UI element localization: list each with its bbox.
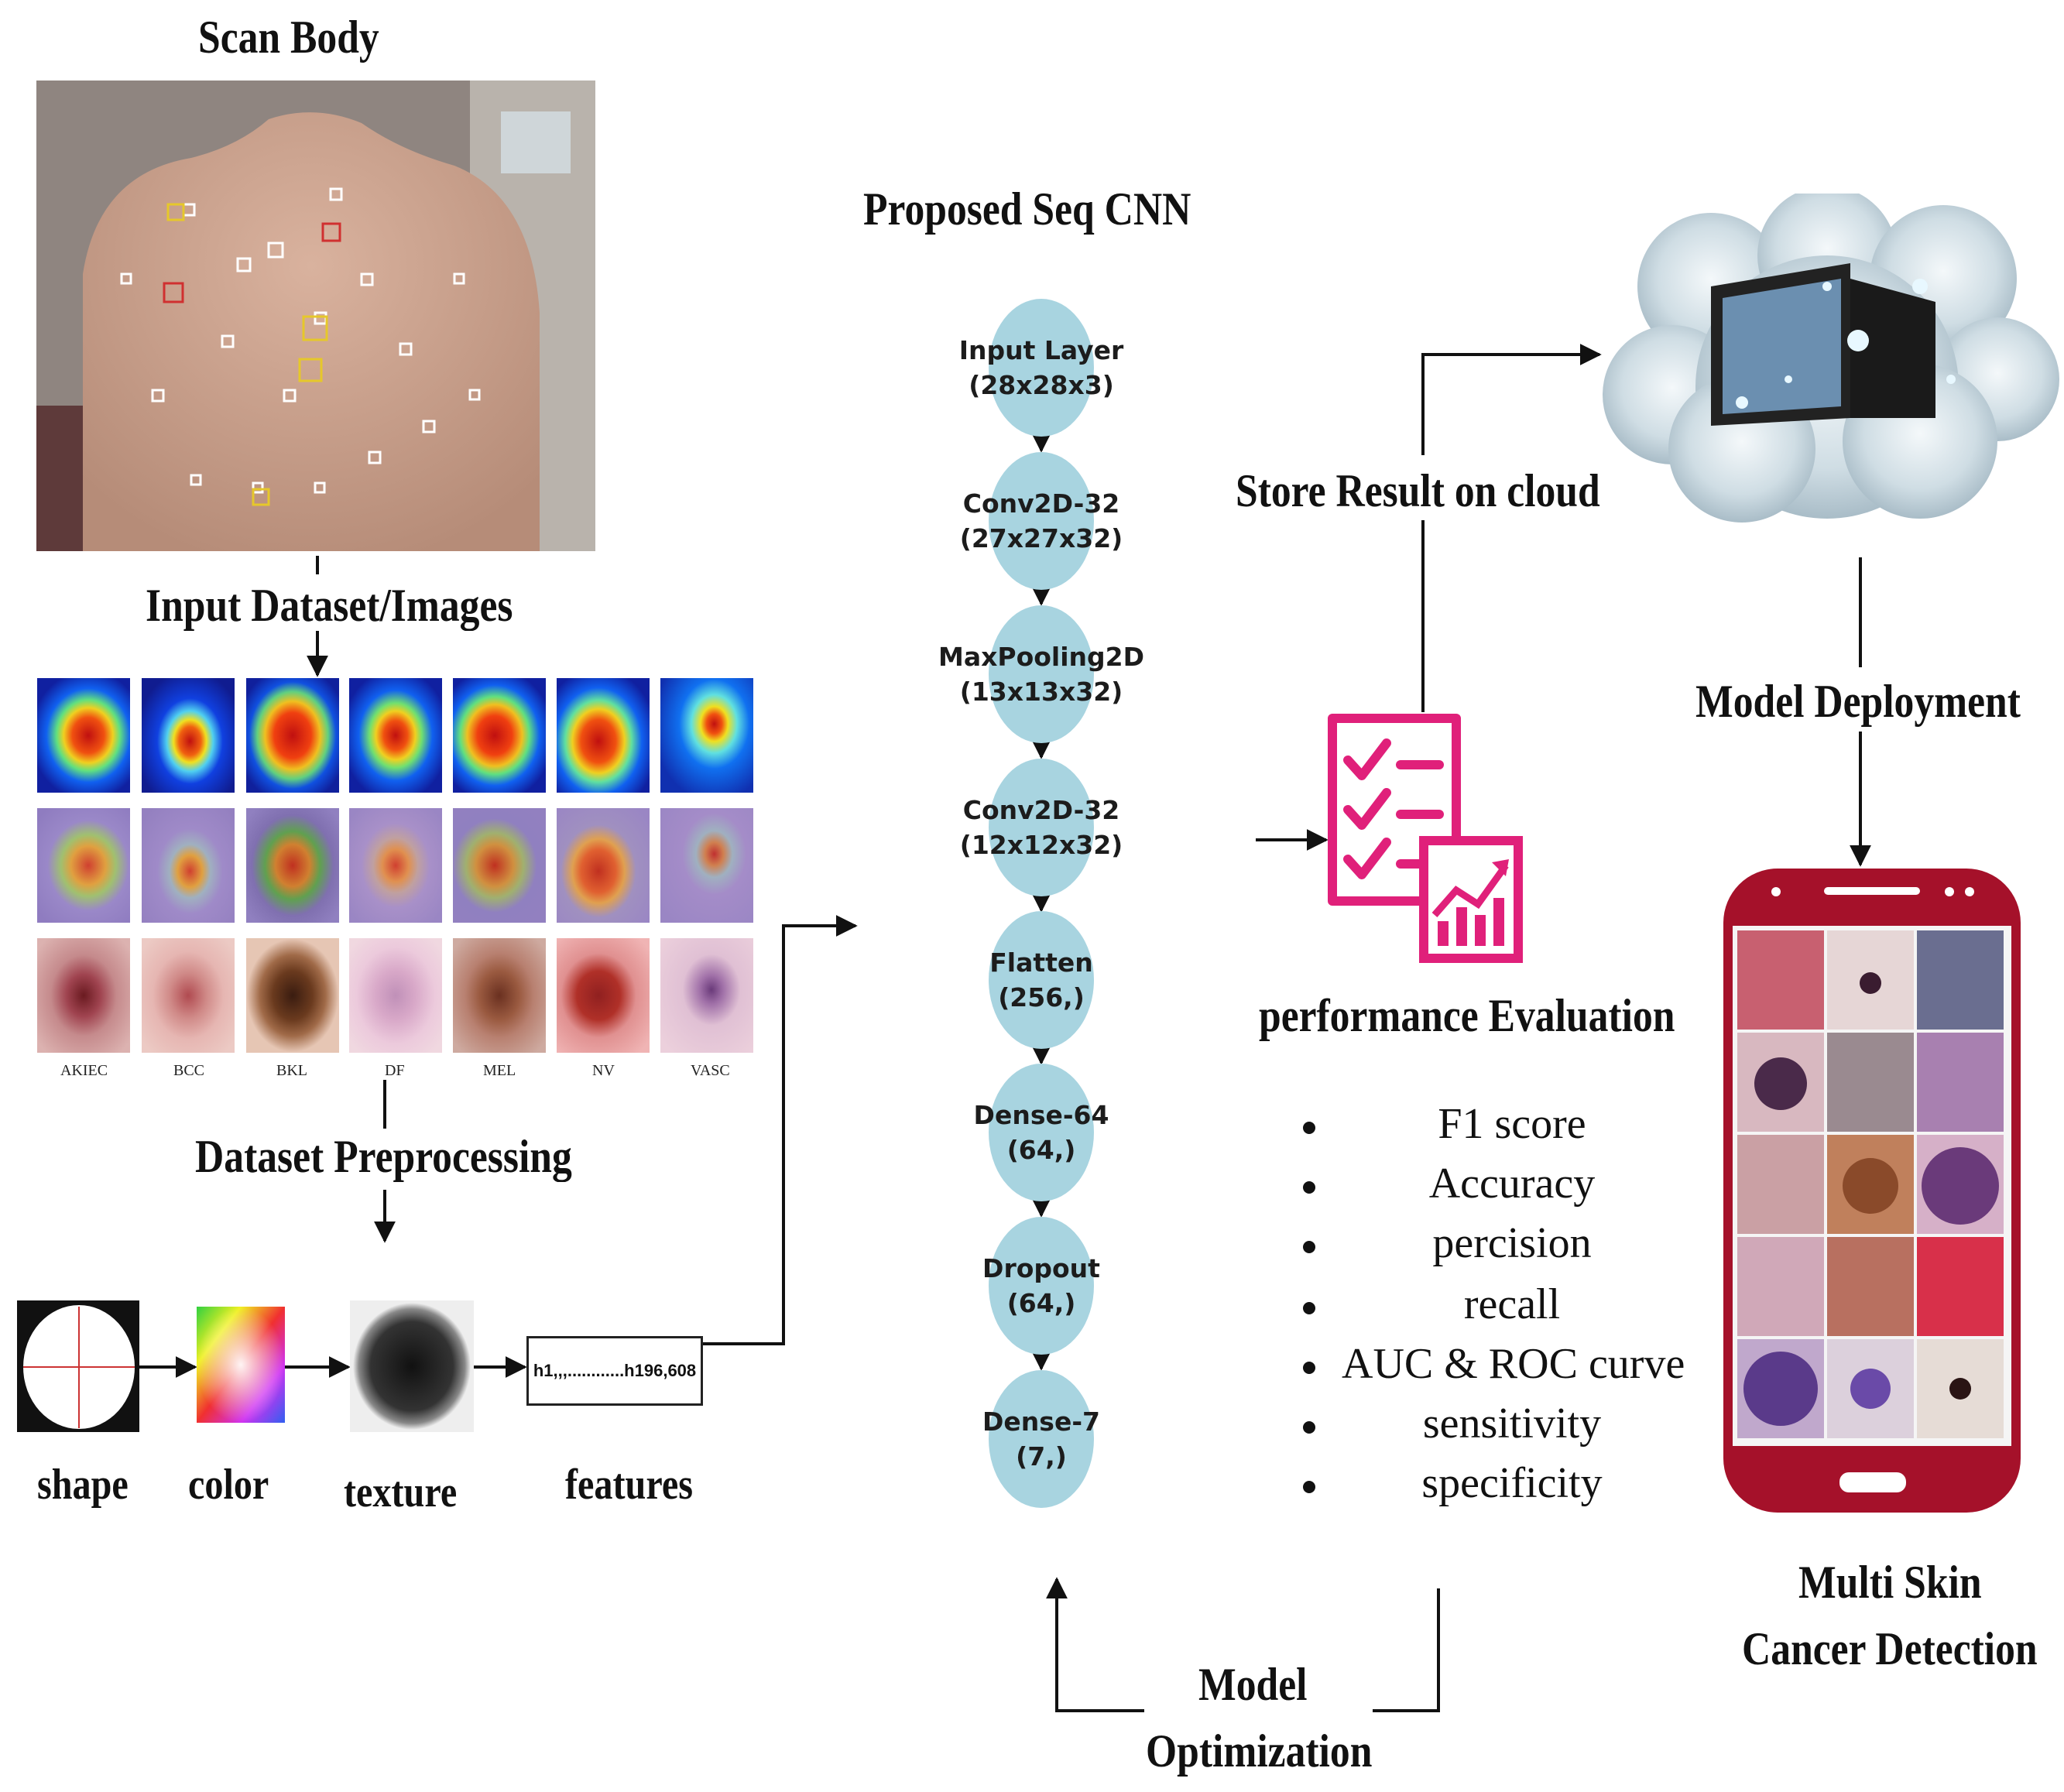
features-label: features <box>565 1461 693 1509</box>
color-label: color <box>188 1461 269 1509</box>
shape-label: shape <box>37 1461 129 1509</box>
class-label-nv: NV <box>592 1062 615 1079</box>
heatmap-tile <box>246 678 339 793</box>
feature-vector-box: h1,,,............h196,608 <box>526 1336 703 1406</box>
store-result-label: Store Result on cloud <box>1236 465 1600 516</box>
class-label-df: DF <box>385 1062 405 1079</box>
bullet-icon <box>1303 1421 1315 1434</box>
metric-item: recall <box>1463 1280 1561 1328</box>
lesion-tile <box>246 938 339 1053</box>
bullet-icon <box>1303 1181 1315 1194</box>
lesion-tile <box>557 938 650 1053</box>
metric-item: specificity <box>1421 1459 1603 1507</box>
overlay-tile <box>246 808 339 923</box>
overlay-tile <box>349 808 442 923</box>
heatmap-tile <box>660 678 753 793</box>
bullet-icon <box>1303 1481 1315 1493</box>
metric-item: sensitivity <box>1422 1400 1602 1448</box>
model-deployment-label: Model Deployment <box>1695 676 2021 727</box>
overlay-tile <box>453 808 546 923</box>
detection-title-line1: Multi Skin <box>1798 1557 1982 1608</box>
metric-item: F1 score <box>1438 1100 1586 1148</box>
bullet-icon <box>1303 1122 1315 1134</box>
overlay-tile <box>142 808 235 923</box>
bullet-icon <box>1303 1241 1315 1253</box>
metric-item: AUC & ROC curve <box>1342 1340 1685 1388</box>
bullet-icon <box>1303 1302 1315 1314</box>
model-optimization-line1: Model <box>1198 1659 1308 1710</box>
class-label-vasc: VASC <box>691 1062 730 1079</box>
scan-body-photo <box>36 81 595 551</box>
lesion-tile <box>142 938 235 1053</box>
class-label-mel: MEL <box>483 1062 516 1079</box>
smartphone-icon <box>1723 869 2021 1513</box>
overlay-tile <box>660 808 753 923</box>
texture-image <box>350 1300 474 1432</box>
cnn-layer-input: Input Layer (28x28x3) <box>959 299 1123 437</box>
model-optimization-line2: Optimization <box>1146 1725 1373 1777</box>
cloud-computing-icon <box>1603 194 2059 523</box>
cnn-layer-dropout: Dropout (64,) <box>982 1217 1100 1355</box>
cnn-layer-flatten: Flatten (256,) <box>989 911 1094 1049</box>
texture-label: texture <box>344 1468 458 1516</box>
detection-title-line2: Cancer Detection <box>1742 1623 2038 1674</box>
shape-image <box>17 1300 139 1432</box>
color-image <box>197 1307 285 1423</box>
lesion-tile <box>37 938 130 1053</box>
class-label-bcc: BCC <box>173 1062 205 1079</box>
heatmap-tile <box>453 678 546 793</box>
dataset-preprocessing-label: Dataset Preprocessing <box>195 1131 572 1182</box>
lesion-tile <box>349 938 442 1053</box>
overlay-tile <box>557 808 650 923</box>
input-dataset-label: Input Dataset/Images <box>146 580 513 631</box>
overlay-tile <box>37 808 130 923</box>
lesion-tile <box>660 938 753 1053</box>
cnn-layer-conv2d-2: Conv2D-32 (12x12x32) <box>960 759 1123 896</box>
metric-item: Accuracy <box>1428 1160 1596 1208</box>
bullet-icon <box>1303 1362 1315 1374</box>
class-label-bkl: BKL <box>276 1062 307 1079</box>
lesion-tile <box>453 938 546 1053</box>
performance-evaluation-label: performance Evaluation <box>1259 990 1675 1041</box>
checklist-report-icon <box>1328 714 1523 963</box>
class-label-akiec: AKIEC <box>60 1062 108 1079</box>
heatmap-tile <box>557 678 650 793</box>
heatmap-tile <box>37 678 130 793</box>
metric-item: percision <box>1432 1219 1592 1267</box>
cnn-layer-dense-64: Dense-64 (64,) <box>974 1064 1109 1201</box>
heatmap-tile <box>349 678 442 793</box>
cnn-layer-conv2d-1: Conv2D-32 (27x27x32) <box>960 452 1123 590</box>
scan-body-title: Scan Body <box>198 12 379 63</box>
cnn-layer-dense-7: Dense-7 (7,) <box>982 1370 1100 1508</box>
cnn-layer-maxpooling: MaxPooling2D (13x13x32) <box>938 605 1144 743</box>
proposed-cnn-title: Proposed Seq CNN <box>863 183 1191 235</box>
heatmap-tile <box>142 678 235 793</box>
